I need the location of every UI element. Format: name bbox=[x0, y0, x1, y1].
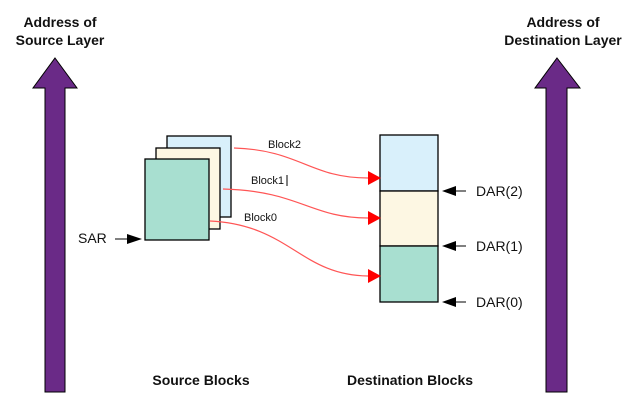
transfer-arrowhead-block0 bbox=[368, 269, 381, 283]
destination-address-arrow bbox=[534, 57, 582, 393]
sar-label: SAR bbox=[78, 230, 107, 246]
transfer-curve-block1 bbox=[222, 188, 369, 219]
dar2-label: DAR(2) bbox=[476, 183, 523, 199]
block1-label: Block1 bbox=[251, 175, 284, 187]
destination-title-line1: Address of bbox=[526, 14, 599, 30]
destination-title-line2: Destination Layer bbox=[504, 32, 622, 48]
transfer-arrowhead-block1 bbox=[368, 211, 381, 225]
transfer-arrowhead-block2 bbox=[368, 171, 381, 185]
dar0-label: DAR(0) bbox=[476, 294, 523, 310]
transfer-curve-block2 bbox=[233, 147, 369, 179]
transfer-curve-block0 bbox=[209, 220, 369, 277]
source-title-line2: Source Layer bbox=[16, 32, 105, 48]
source-address-arrow bbox=[32, 57, 78, 393]
destination-blocks-caption: Destination Blocks bbox=[347, 372, 473, 388]
dar1-pointer-icon bbox=[442, 241, 456, 251]
dest-block0 bbox=[379, 245, 439, 303]
dar0-pointer-icon bbox=[442, 297, 456, 307]
source-title-line1: Address of bbox=[23, 14, 96, 30]
source-blocks-caption: Source Blocks bbox=[152, 372, 249, 388]
block0-label: Block0 bbox=[244, 212, 277, 224]
dest-block1 bbox=[379, 190, 439, 247]
dar2-pointer-icon bbox=[442, 186, 456, 196]
source-block0 bbox=[144, 158, 210, 241]
block2-label: Block2 bbox=[268, 139, 301, 151]
sar-pointer-icon bbox=[127, 234, 142, 244]
dar1-label: DAR(1) bbox=[476, 238, 523, 254]
dest-block2 bbox=[379, 134, 439, 192]
